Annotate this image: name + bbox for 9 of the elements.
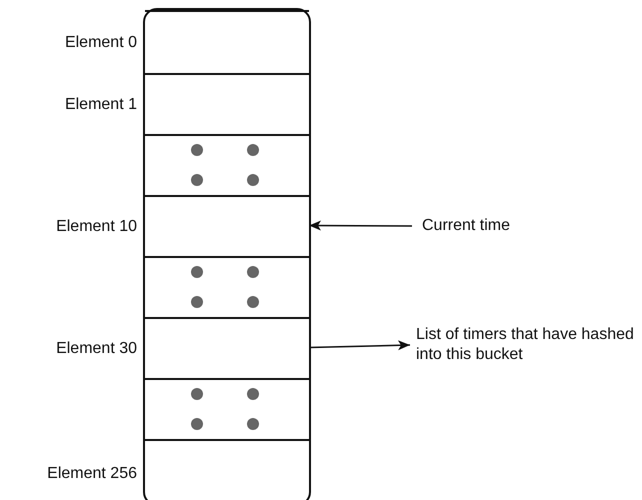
arrow	[309, 220, 412, 231]
annotation-text: Current time	[422, 216, 582, 236]
annotation-text: List of timers that have hashed into this bucket	[416, 325, 640, 365]
element-label: Element 256	[47, 464, 137, 482]
element-label: Element 0	[64, 34, 137, 52]
element-label: Element 10	[56, 218, 137, 236]
element-label: Element 1	[64, 96, 137, 114]
element-label: Element 30	[56, 340, 137, 358]
arrow	[308, 340, 410, 350]
